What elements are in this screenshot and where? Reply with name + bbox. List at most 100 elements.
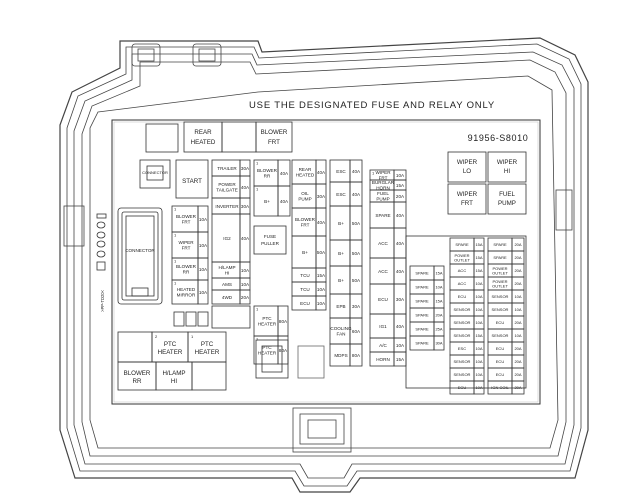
relay-right[interactable] [447, 183, 487, 215]
relay-start[interactable] [175, 159, 209, 199]
fuse-f-label: IG1 [379, 324, 387, 329]
fuse-f-label: ECU [378, 297, 388, 302]
relay-rear-heated[interactable] [183, 121, 223, 153]
fuse-d-amp: 50A [317, 250, 326, 255]
mini-fuse-amp: 20A [514, 320, 521, 325]
mini-fuse-label: ECU [496, 346, 505, 351]
mini-fuse-amp: 10A [475, 294, 482, 299]
fuse-c-index: 1 [256, 187, 259, 192]
start-label: START [182, 178, 202, 185]
fuse-f-amp: 10A [396, 343, 405, 348]
fuse-b-label: BLOWER [176, 264, 197, 269]
mini-fuse-label: SENSOR [492, 333, 509, 338]
fuse-b-label: HEATED [177, 287, 196, 292]
mini-fuse-label: POWER [492, 266, 507, 271]
fuse-f-label: PUMP [376, 197, 389, 202]
small-slot[interactable] [185, 311, 197, 327]
mini-fuse-amp: 20A [435, 313, 442, 318]
fuse-e-amp: 50A [352, 251, 361, 256]
fuse-d-label: TCU [300, 287, 309, 292]
mini-fuse-label: SPARE [415, 271, 429, 276]
fuse-e-amp: 30A [352, 304, 361, 309]
mini-fuse-amp: 15A [435, 299, 442, 304]
relay-bottom-index: 2 [155, 334, 158, 339]
relay-blank-1[interactable] [145, 123, 179, 153]
fuse-a-label: IG2 [223, 236, 231, 241]
mini-fuse-amp: 20A [514, 268, 521, 273]
fuse-a-amp: 30A [241, 166, 250, 171]
fuse-panel [111, 119, 541, 405]
fuse-f-label: FUEL [377, 191, 389, 196]
fuse-d-amp: 10A [317, 287, 326, 292]
relay-blank-bottom[interactable] [117, 331, 153, 363]
mini-fuse-label: SPARE [415, 299, 429, 304]
connector-small[interactable] [139, 159, 171, 189]
fuse-b-amp: 10A [199, 290, 208, 295]
relay-bottom-line2: HEATER [158, 349, 183, 356]
fuse-c-amp: 40A [280, 199, 289, 204]
small-slot[interactable] [197, 311, 209, 327]
fuse-c-index: 1 [256, 161, 259, 166]
fuse-b-label: FRT [182, 220, 191, 225]
fuse-e-amp: 80A [352, 353, 361, 358]
fuse-e-label: B+ [338, 221, 344, 226]
fuse-b-index: 1 [174, 233, 177, 238]
mini-fuse-label-2: OUTLET [454, 258, 470, 263]
mini-fuse-label: IGN COIL [491, 385, 509, 390]
fuse-c-label: RR [264, 174, 271, 179]
fuse-c-amp-box [277, 185, 291, 217]
mini-fuse-amp: 10A [514, 294, 521, 299]
relay-bottom-line2: HEATER [195, 349, 220, 356]
fuse-e-label: MDPS [334, 353, 347, 358]
mini-fuse-amp: 15A [475, 333, 482, 338]
relay-blank-bottom[interactable] [191, 361, 227, 391]
mini-fuse-label: SPARE [415, 285, 429, 290]
mini-fuse-label: SENSOR [492, 294, 509, 299]
relay-right-line2: PUMP [498, 200, 516, 207]
relay-bottom-line1: PTC [164, 341, 177, 348]
fuse-a-label: 4WD [222, 295, 233, 300]
small-slot[interactable] [173, 311, 185, 327]
fuse-f-amp: 10A [396, 173, 405, 178]
relay-right[interactable] [487, 151, 527, 183]
relay-blower-frt[interactable] [255, 121, 293, 153]
part-number: 91956-S8010 [468, 133, 529, 143]
fuse-e-amp: 40A [352, 192, 361, 197]
fuse-f-label: SPARE [375, 213, 390, 218]
fuse-f-label: A/C [379, 343, 387, 348]
fuse-d-amp: 40A [317, 220, 326, 225]
mini-fuse-amp: 10A [475, 307, 482, 312]
fuse-b-amp: 10A [199, 243, 208, 248]
mini-fuse-amp-box [511, 380, 525, 395]
relay-right-line2: FRT [461, 200, 473, 207]
mini-fuse-label: POWER [492, 279, 507, 284]
relay-right[interactable] [487, 183, 527, 215]
fuse-e-label: ESC [336, 169, 346, 174]
fuse-puller[interactable] [253, 225, 287, 255]
fuse-b-label: WIPER [178, 240, 194, 245]
fuse-f-amp: 15A [396, 357, 405, 362]
fuse-d-label: FRT [301, 223, 310, 228]
relay-blank-2[interactable] [221, 121, 257, 153]
fuse-c-label: BLOWER [257, 168, 278, 173]
fuse-d-label: PUMP [298, 197, 311, 202]
blank-slot[interactable] [211, 305, 251, 329]
mini-fuse-amp: 20A [514, 346, 521, 351]
fuse-e-amp-box [349, 343, 363, 367]
fuse-f-index: 1 [372, 171, 375, 176]
mini-fuse-amp: 20A [514, 242, 521, 247]
fuse-e-label: ESC [336, 192, 346, 197]
mini-fuse-label: SPARE [415, 327, 429, 332]
mini-fuse-amp: 20A [514, 281, 521, 286]
relay-right[interactable] [447, 151, 487, 183]
connector-small-label: CONNECTOR [142, 170, 168, 175]
relay-bottom-line1: BLOWER [124, 370, 151, 377]
fuse-d-label: ECU [300, 301, 310, 306]
fuse-e-amp: 40A [352, 169, 361, 174]
relay-bottom-line1: PTC [201, 341, 214, 348]
fuse-f-label: HORN [376, 357, 390, 362]
relay-blower-frt-line1: BLOWER [261, 129, 288, 136]
connector-big[interactable] [117, 207, 163, 305]
fuse-a-amp: 10A [241, 268, 250, 273]
